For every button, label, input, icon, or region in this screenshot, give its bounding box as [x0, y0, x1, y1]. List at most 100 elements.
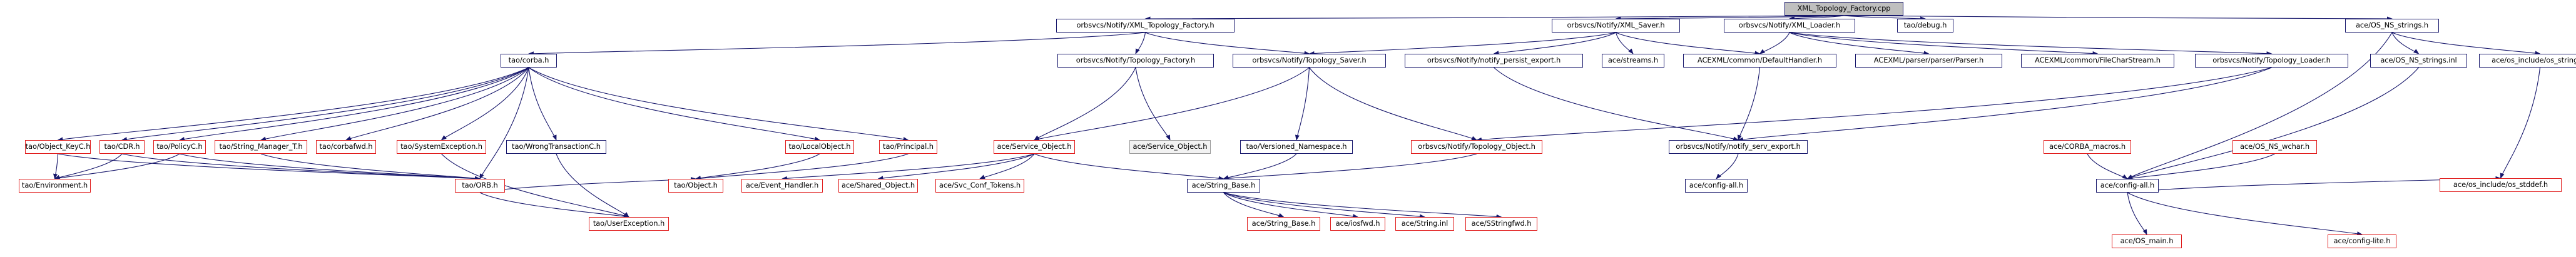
graph-node[interactable]: ace/iosfwd.h — [1330, 217, 1385, 231]
graph-node[interactable]: ace/Service_Object.h — [994, 140, 1075, 154]
graph-edge — [1737, 67, 1761, 141]
graph-node[interactable]: ace/Shared_Object.h — [838, 179, 918, 193]
graph-node[interactable]: orbsvcs/Notify/notify_persist_export.h — [1405, 54, 1583, 68]
graph-edge — [479, 67, 529, 179]
graph-node[interactable]: tao/ORB.h — [455, 179, 505, 193]
graph-node[interactable]: tao/Environment.h — [19, 179, 91, 193]
graph-edge — [1295, 67, 1310, 141]
graph-node-label: tao/WrongTransactionC.h — [512, 142, 601, 151]
graph-node[interactable]: orbsvcs/Notify/Topology_Loader.h — [2195, 54, 2348, 68]
graph-edge — [2127, 67, 2419, 179]
graph-node[interactable]: orbsvcs/Notify/Topology_Object.h — [1411, 140, 1542, 154]
graph-node-label: tao/LocalObject.h — [788, 142, 851, 151]
graph-node[interactable]: tao/Object_KeyC.h — [25, 140, 91, 154]
graph-edge — [2127, 153, 2275, 181]
graph-node[interactable]: tao/SystemException.h — [397, 140, 486, 154]
graph-node[interactable]: ace/String_Base.h — [1187, 179, 1260, 193]
graph-edge — [1789, 32, 2273, 56]
graph-edge — [528, 67, 557, 141]
graph-node[interactable]: ace/CORBA_macros.h — [2044, 140, 2131, 154]
graph-node[interactable]: tao/PolicyC.h — [153, 140, 206, 154]
graph-node-label: ACEXML/common/FileCharStream.h — [2035, 56, 2161, 65]
graph-node-label: tao/PolicyC.h — [156, 142, 203, 151]
graph-node-label: orbsvcs/Notify/Topology_Factory.h — [1076, 56, 1196, 65]
graph-node-label: tao/debug.h — [1903, 21, 1947, 30]
graph-node[interactable]: tao/CDR.h — [99, 140, 145, 154]
graph-node[interactable]: ace/Svc_Conf_Tokens.h — [935, 179, 1024, 193]
graph-node-label: ace/String.inl — [1401, 219, 1448, 228]
graph-edge — [979, 153, 1035, 179]
graph-edge — [1223, 153, 1297, 179]
graph-node[interactable]: ACEXML/parser/parser/Parser.h — [1855, 54, 2002, 68]
graph-edge — [695, 153, 909, 181]
graph-node[interactable]: ace/os_include/os_strings.h — [2479, 54, 2576, 68]
graph-node[interactable]: ace/OS_NS_strings.h — [2345, 19, 2439, 33]
graph-node-label: tao/corba.h — [508, 56, 549, 65]
graph-edge — [556, 153, 629, 218]
graph-node[interactable]: ace/Event_Handler.h — [741, 179, 823, 193]
graph-node-label: ace/OS_NS_wchar.h — [2239, 142, 2310, 151]
graph-node-label: ace/os_include/os_strings.h — [2492, 56, 2576, 65]
graph-node[interactable]: orbsvcs/Notify/Topology_Saver.h — [1233, 54, 1386, 68]
graph-edge — [2500, 67, 2541, 179]
graph-node[interactable]: tao/Principal.h — [879, 140, 937, 154]
graph-node[interactable]: ace/SStringfwd.h — [1465, 217, 1537, 231]
graph-node[interactable]: ace/config-lite.h — [2328, 234, 2396, 248]
graph-node[interactable]: ace/config-all.h — [1685, 179, 1748, 193]
graph-node-label: tao/CDR.h — [104, 142, 140, 151]
graph-node-label: tao/Object.h — [674, 181, 718, 190]
graph-node[interactable]: orbsvcs/Notify/XML_Loader.h — [1724, 19, 1855, 33]
graph-node[interactable]: ACEXML/common/FileCharStream.h — [2021, 54, 2174, 68]
graph-node[interactable]: tao/WrongTransactionC.h — [506, 140, 606, 154]
graph-node[interactable]: ace/OS_main.h — [2112, 234, 2182, 248]
graph-edge — [1135, 67, 1171, 141]
graph-node[interactable]: ace/streams.h — [1602, 54, 1664, 68]
graph-node[interactable]: tao/UserException.h — [589, 217, 669, 231]
graph-node[interactable]: ace/config-all.h — [2096, 179, 2159, 193]
graph-node[interactable]: ace/String.inl — [1395, 217, 1454, 231]
graph-edge — [1223, 192, 1358, 219]
graph-node[interactable]: tao/Object.h — [668, 179, 723, 193]
graph-edge — [260, 67, 529, 141]
graph-node[interactable]: ace/String_Base.h — [1247, 217, 1320, 231]
graph-node[interactable]: orbsvcs/Notify/XML_Topology_Factory.h — [1056, 19, 1235, 33]
graph-node[interactable]: ace/Service_Object.h — [1129, 140, 1211, 154]
graph-node-label: ace/Service_Object.h — [997, 142, 1072, 151]
graph-node-label: orbsvcs/Notify/Topology_Saver.h — [1252, 56, 1367, 65]
graph-node[interactable]: orbsvcs/Notify/Topology_Factory.h — [1057, 54, 1214, 68]
graph-node-label: ace/SStringfwd.h — [1471, 219, 1532, 228]
graph-node-label: tao/String_Manager_T.h — [219, 142, 303, 151]
graph-edge — [54, 153, 123, 179]
graph-edge — [528, 67, 820, 141]
graph-node-label: ACEXML/common/DefaultHandler.h — [1697, 56, 1823, 65]
graph-node[interactable]: XML_Topology_Factory.cpp — [1784, 2, 1903, 16]
graph-node-label: tao/Versioned_Namespace.h — [1246, 142, 1347, 151]
graph-node-label: ace/config-lite.h — [2333, 236, 2391, 246]
graph-node-label: ace/OS_NS_strings.h — [2355, 21, 2429, 30]
graph-node[interactable]: ACEXML/common/DefaultHandler.h — [1683, 54, 1836, 68]
graph-node[interactable]: tao/Versioned_Namespace.h — [1240, 140, 1353, 154]
graph-node-label: orbsvcs/Notify/Topology_Object.h — [1418, 142, 1535, 151]
graph-edge — [1759, 32, 1790, 54]
graph-edge — [1789, 32, 1930, 56]
graph-node[interactable]: tao/String_Manager_T.h — [215, 140, 307, 154]
graph-edge — [1223, 192, 1425, 219]
graph-node[interactable]: tao/corba.h — [501, 54, 557, 68]
graph-node[interactable]: ace/OS_NS_strings.inl — [2370, 54, 2467, 68]
graph-edge — [479, 192, 629, 219]
graph-node-label: orbsvcs/Notify/XML_Loader.h — [1738, 21, 1841, 30]
graph-node[interactable]: ace/os_include/os_stddef.h — [2440, 178, 2562, 192]
graph-node-label: ace/Event_Handler.h — [745, 181, 819, 190]
graph-node[interactable]: tao/debug.h — [1897, 19, 1953, 33]
graph-edge — [2391, 32, 2420, 54]
graph-edge — [121, 153, 481, 181]
graph-node-label: tao/corbafwd.h — [319, 142, 373, 151]
graph-node[interactable]: tao/LocalObject.h — [785, 140, 854, 154]
graph-node[interactable]: ace/OS_NS_wchar.h — [2232, 140, 2317, 154]
graph-node[interactable]: orbsvcs/Notify/XML_Saver.h — [1552, 19, 1680, 33]
graph-node-label: tao/Environment.h — [21, 181, 88, 190]
graph-node[interactable]: orbsvcs/Notify/notify_serv_export.h — [1669, 140, 1808, 154]
graph-edge — [1223, 192, 1285, 218]
graph-node-label: tao/SystemException.h — [400, 142, 482, 151]
graph-node[interactable]: tao/corbafwd.h — [316, 140, 376, 154]
